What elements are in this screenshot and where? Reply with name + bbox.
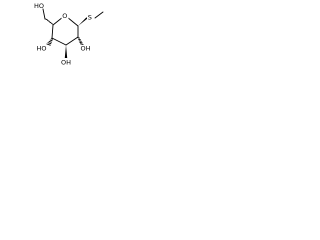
bond-c2-c3 [65, 36, 79, 46]
hydroxyl-2-label: OH [81, 44, 91, 52]
ring-oxygen-label: O [62, 12, 67, 20]
hashed-bond-c4-o4 [46, 38, 54, 46]
hashed-bond-c2-o2 [77, 37, 84, 45]
wedge-bond-c3-o3 [64, 45, 68, 58]
hashed-bond-c5-c6 [45, 18, 53, 25]
bond-c6-o6 [42, 8, 46, 20]
bond-c5-o5 [52, 16, 64, 26]
wedge-bond-c1-s [78, 17, 88, 26]
hydroxyl-4-label: HO [37, 44, 47, 52]
bond-layer [42, 8, 104, 58]
bond-s-ch3 [94, 11, 104, 19]
hydroxyl-3-label: OH [61, 59, 71, 67]
sulfur-label: S [88, 14, 92, 22]
hydroxymethyl-label: HO [34, 2, 44, 10]
molecule-structure: O S HO HO OH OH [34, 2, 104, 67]
bond-c3-c4 [51, 37, 67, 46]
bond-c4-c5 [51, 24, 54, 39]
bond-o5-c1 [66, 16, 79, 27]
atom-label-layer: O S HO HO OH OH [34, 2, 94, 67]
